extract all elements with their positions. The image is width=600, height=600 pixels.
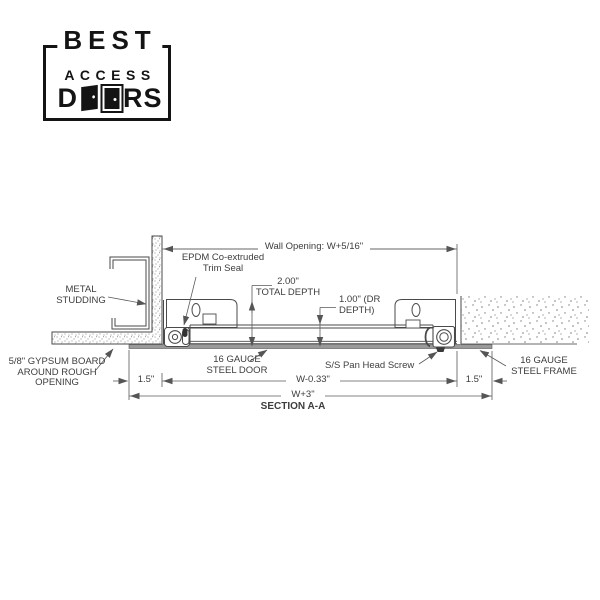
dim-right-flange: 1.5" xyxy=(465,374,483,385)
latch-detail xyxy=(424,325,456,352)
logo-word-best: BEST xyxy=(57,27,163,53)
logo-doors-rs: RS xyxy=(122,83,163,113)
door-frame xyxy=(163,299,456,344)
door-depth-label: 1.00" (DR DEPTH) xyxy=(339,294,381,316)
epdm-trim-seal-label: EPDM Co-extruded Trim Seal xyxy=(181,252,265,274)
pan-head-screw xyxy=(436,347,445,352)
steel-frame-label: 16 GAUGE STEEL FRAME xyxy=(511,355,577,377)
logo-word-doors: D RS xyxy=(57,83,163,113)
leader-lines xyxy=(95,276,507,371)
brand-logo: BEST ACCESS D RS xyxy=(40,27,180,124)
metal-stud xyxy=(109,256,150,330)
framed-door-icon xyxy=(99,83,123,113)
logo-word-access: ACCESS xyxy=(60,67,160,83)
dim-door-width: W-0.33" xyxy=(286,374,340,386)
door-panel xyxy=(166,313,457,345)
steel-door-label: 16 GAUGE STEEL DOOR xyxy=(206,354,268,376)
left-wall-gypsum xyxy=(51,235,163,345)
section-title: SECTION A-A xyxy=(260,401,326,412)
metal-studding-label: METAL STUDDING xyxy=(56,284,106,306)
trim-seal xyxy=(182,328,188,337)
pan-head-screw-label: S/S Pan Head Screw xyxy=(325,360,415,371)
frame-flange xyxy=(128,344,493,349)
right-wall xyxy=(460,296,589,345)
door-knob-dot xyxy=(112,97,116,101)
logo-doors-d: D xyxy=(57,83,78,113)
total-depth-label: 2.00" TOTAL DEPTH xyxy=(255,276,321,298)
dim-left-flange: 1.5" xyxy=(137,374,155,385)
hinge-detail xyxy=(164,327,190,347)
gypsum-board-label: 5/8" GYPSUM BOARD AROUND ROUGH OPENING xyxy=(8,356,106,388)
wall-opening-label: Wall Opening: W+5/16" xyxy=(258,241,370,253)
dim-overall-width: W+3" xyxy=(281,389,325,401)
